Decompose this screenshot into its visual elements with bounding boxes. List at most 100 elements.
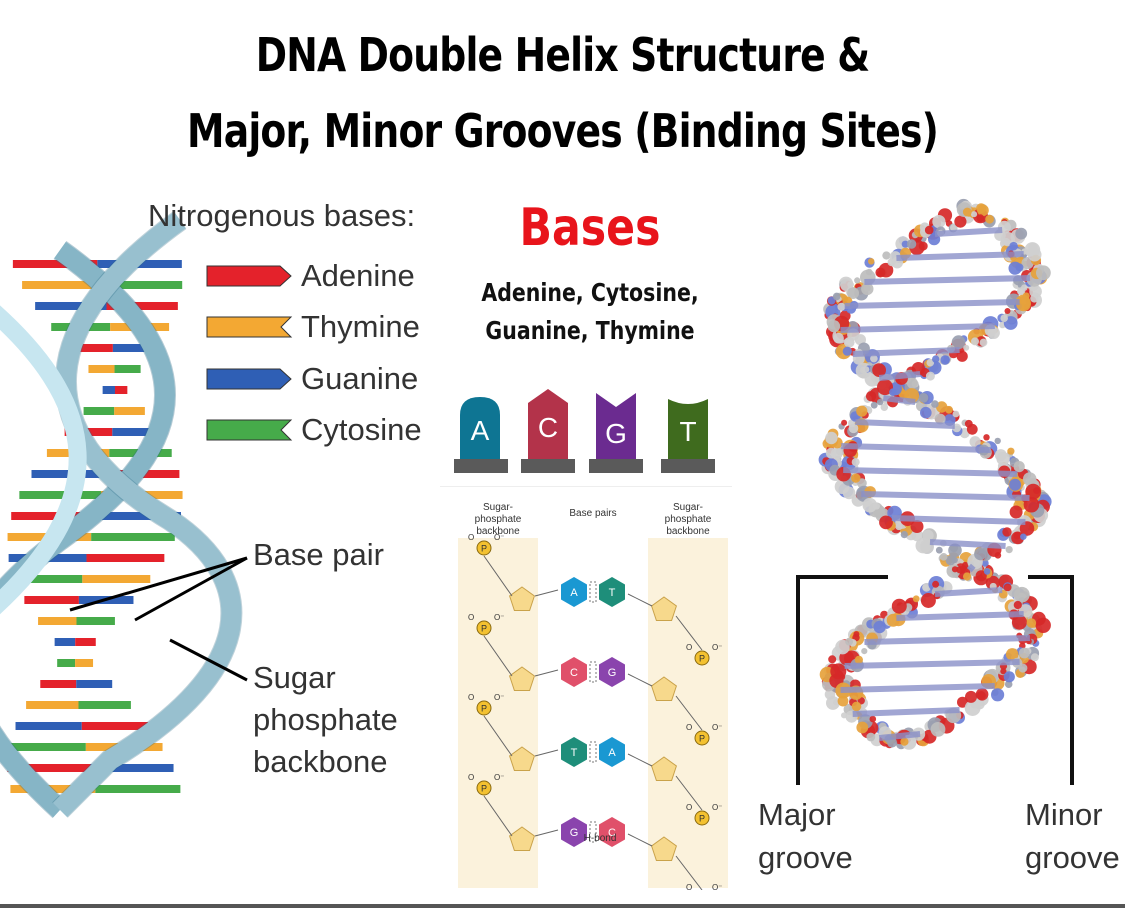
base-letter-a: A bbox=[471, 415, 490, 446]
atom bbox=[922, 584, 929, 591]
base-letter-t: T bbox=[679, 416, 696, 447]
atom bbox=[915, 537, 932, 554]
pair-right-letter: G bbox=[608, 667, 617, 679]
base-ring-icon bbox=[561, 657, 587, 687]
atom bbox=[926, 358, 935, 367]
atom bbox=[977, 204, 989, 217]
atom bbox=[1018, 663, 1028, 673]
atom bbox=[935, 546, 943, 554]
base-pair-rung bbox=[878, 731, 921, 741]
base-ring-icon bbox=[599, 737, 625, 767]
bond-line bbox=[627, 593, 653, 607]
rung-half bbox=[19, 491, 101, 499]
oxygen-minus-label: O⁻ bbox=[494, 613, 504, 622]
atom bbox=[932, 355, 940, 363]
col-right-line-2: phosphate bbox=[665, 514, 712, 525]
bond-line bbox=[483, 795, 513, 837]
atom bbox=[1002, 527, 1012, 537]
thymine-swatch-icon bbox=[206, 316, 293, 338]
rung-half bbox=[114, 386, 128, 394]
atom bbox=[1013, 600, 1022, 610]
rung-half bbox=[102, 281, 183, 289]
atom bbox=[951, 566, 959, 573]
pair-left-letter: T bbox=[571, 747, 578, 759]
atom bbox=[875, 267, 886, 278]
atom bbox=[925, 371, 935, 381]
atom bbox=[880, 403, 889, 411]
title-line-2: Major, Minor Grooves (Binding Sites) bbox=[186, 104, 939, 158]
atom bbox=[918, 393, 929, 403]
bond-line bbox=[675, 855, 703, 890]
atom bbox=[965, 690, 977, 703]
atom bbox=[983, 568, 991, 575]
phosphate-letter: P bbox=[481, 784, 487, 794]
rung-half bbox=[14, 575, 83, 583]
col-right-line-1: Sugar- bbox=[673, 502, 703, 513]
backbone-strand-2-edge bbox=[52, 211, 243, 818]
atom bbox=[851, 473, 861, 483]
rung-half bbox=[90, 764, 174, 772]
base-pair-pointer bbox=[134, 556, 248, 622]
atom bbox=[996, 452, 1010, 466]
atom bbox=[870, 354, 878, 363]
legend-label: Adenine bbox=[301, 258, 415, 293]
bond-line bbox=[534, 749, 559, 757]
backbone-label-line-3: backbone bbox=[253, 744, 388, 779]
atom bbox=[1000, 668, 1007, 675]
oxygen-label: O bbox=[686, 803, 692, 812]
cytosine-swatch-icon bbox=[206, 419, 293, 441]
atom bbox=[900, 737, 909, 746]
atom bbox=[862, 497, 878, 513]
rung-half bbox=[38, 617, 77, 625]
phosphate-icon bbox=[476, 620, 492, 636]
atom bbox=[1011, 614, 1027, 630]
atom bbox=[963, 572, 972, 581]
atom bbox=[1015, 263, 1024, 272]
atom bbox=[932, 580, 940, 588]
base-block-a: A bbox=[454, 397, 508, 473]
atom bbox=[1000, 314, 1008, 322]
atom bbox=[848, 423, 859, 434]
atom bbox=[987, 326, 1000, 339]
base-pair-rung bbox=[891, 515, 1026, 525]
base-letter-c: C bbox=[538, 412, 558, 443]
atom bbox=[851, 701, 862, 712]
base-pair-rung bbox=[967, 563, 976, 573]
atom bbox=[1005, 648, 1019, 661]
atom bbox=[912, 595, 920, 603]
atom bbox=[837, 302, 846, 311]
oxygen-minus-label: O⁻ bbox=[712, 723, 722, 732]
rung-half bbox=[12, 260, 98, 268]
right-backbone-band bbox=[648, 538, 728, 888]
atom bbox=[956, 350, 968, 362]
molecular-model-atoms bbox=[818, 198, 1052, 750]
base-block-t: T bbox=[661, 399, 715, 473]
rung-half bbox=[35, 302, 107, 310]
base-pair-rung bbox=[855, 419, 955, 429]
oxygen-minus-label: O⁻ bbox=[494, 773, 504, 782]
base-ring-icon bbox=[561, 737, 587, 767]
bottom-border bbox=[0, 904, 1125, 908]
bond-line bbox=[534, 669, 559, 677]
atom bbox=[1005, 546, 1013, 554]
rung-half bbox=[82, 575, 151, 583]
base-pair-rung bbox=[840, 683, 995, 693]
base-ring-icon bbox=[599, 817, 625, 847]
base-pair-rung bbox=[844, 659, 1020, 669]
rung-half bbox=[114, 365, 141, 373]
legend-item-thymine: Thymine bbox=[205, 309, 420, 344]
hbond-dash bbox=[589, 581, 597, 603]
base-pair-rung bbox=[896, 251, 1024, 261]
atom bbox=[956, 566, 964, 574]
rung-half bbox=[11, 512, 97, 520]
sugar-icon bbox=[509, 666, 535, 691]
atom bbox=[889, 388, 897, 396]
rung-half bbox=[91, 533, 175, 541]
sugar-icon bbox=[651, 676, 677, 701]
base-blocks: A C G T bbox=[454, 389, 715, 473]
atom bbox=[979, 338, 988, 347]
rung-half bbox=[75, 638, 96, 646]
atom bbox=[906, 239, 917, 249]
atom bbox=[1009, 505, 1023, 519]
phosphate-icon bbox=[694, 650, 710, 666]
